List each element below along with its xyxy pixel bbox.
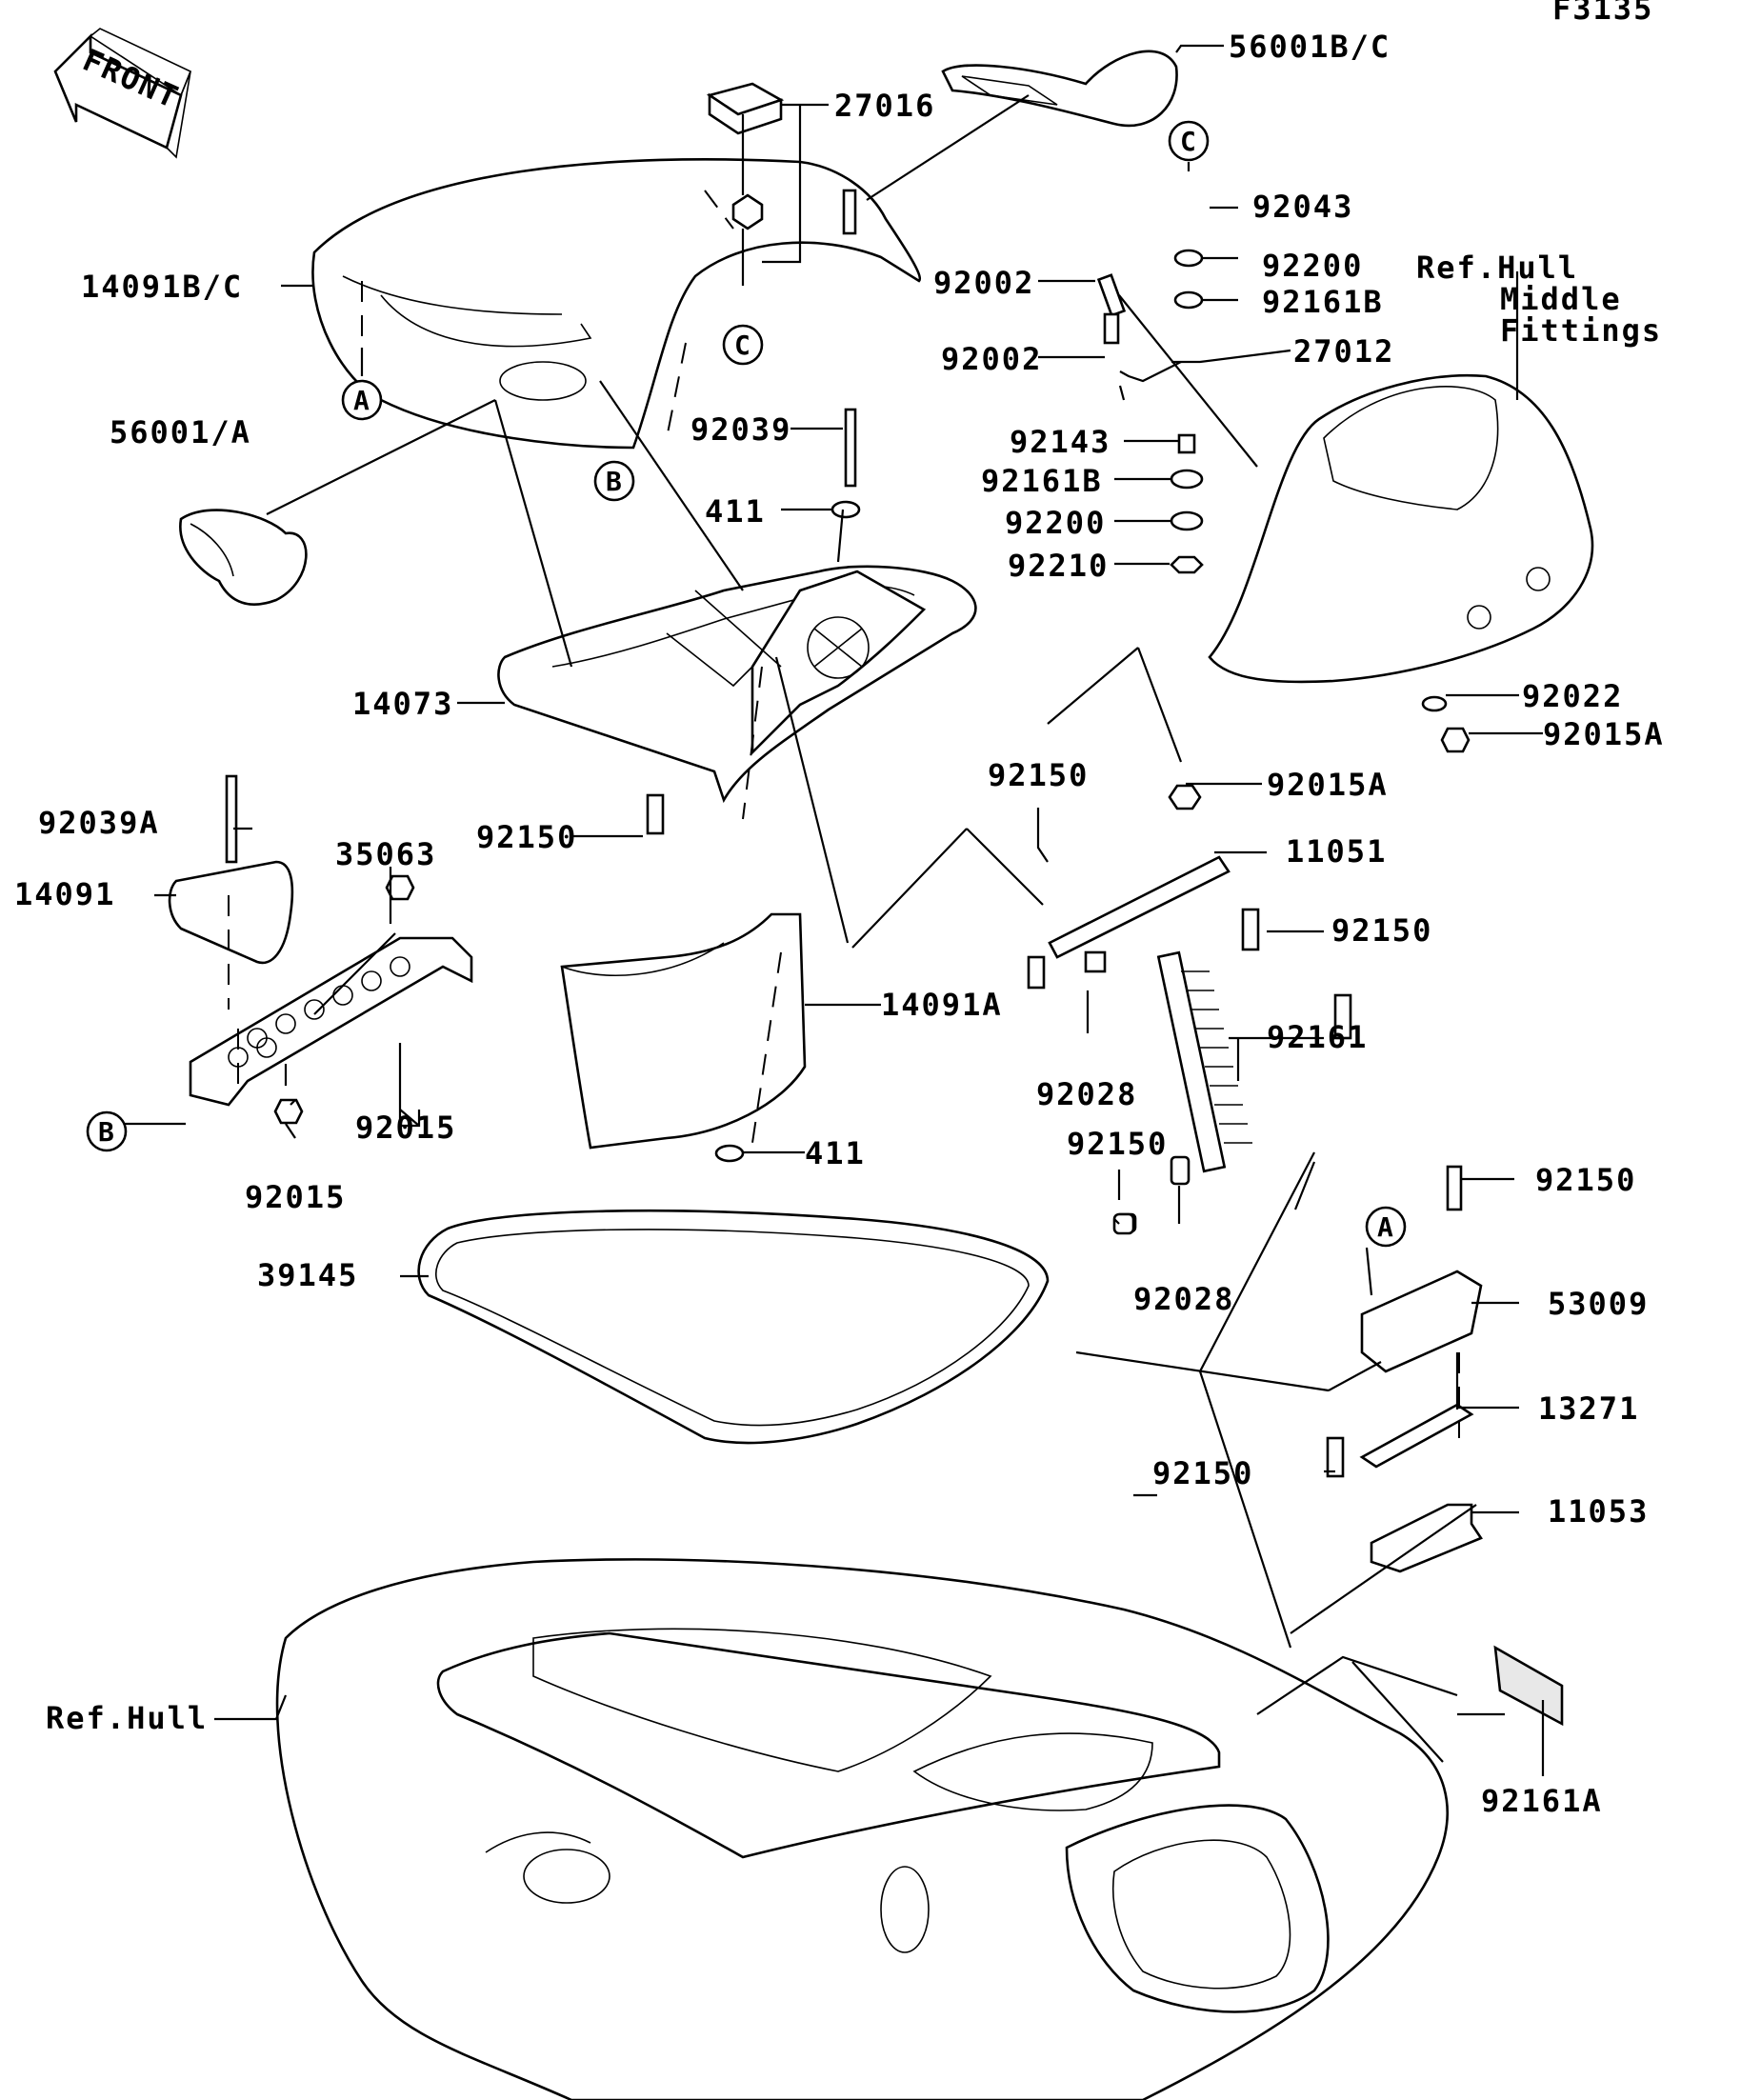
part-label-14091: 14091 bbox=[14, 876, 115, 912]
hull-drawing bbox=[275, 1558, 1449, 2100]
latch-53009-drawing bbox=[1359, 1270, 1483, 1573]
part-label-35063: 35063 bbox=[335, 836, 436, 872]
svg-text:C: C bbox=[1180, 126, 1196, 157]
ref-hull: Ref.Hull bbox=[46, 1700, 208, 1736]
part-label-11053: 11053 bbox=[1548, 1493, 1649, 1530]
part-label-92015-a: 92015 bbox=[355, 1110, 456, 1146]
part-label-92039a: 92039A bbox=[38, 805, 160, 841]
part-label-92161: 92161 bbox=[1267, 1019, 1368, 1055]
part-label-56001a: 56001/A bbox=[110, 414, 251, 450]
part-label-92028-a: 92028 bbox=[1036, 1076, 1137, 1112]
part-label-92200-top: 92200 bbox=[1262, 248, 1363, 284]
ref-hull-middle-line2: Middle bbox=[1500, 281, 1622, 317]
callout-b-bottom: B bbox=[86, 1110, 128, 1152]
tray-14073-drawing bbox=[497, 565, 977, 804]
svg-text:C: C bbox=[734, 330, 750, 361]
label-92161a-drawing bbox=[1493, 1645, 1564, 1727]
part-label-92015a-mid: 92015A bbox=[1267, 767, 1389, 803]
part-label-53009: 53009 bbox=[1548, 1286, 1649, 1322]
alignment-lines bbox=[228, 281, 1460, 1438]
part-label-92200-mid: 92200 bbox=[1005, 505, 1106, 541]
ref-hull-middle-line1: Ref.Hull bbox=[1416, 250, 1578, 286]
part-label-92015a-right: 92015A bbox=[1543, 716, 1665, 752]
part-label-411-top: 411 bbox=[705, 493, 766, 530]
part-label-92150-c: 92150 bbox=[1331, 912, 1432, 949]
part-label-13271: 13271 bbox=[1538, 1390, 1639, 1427]
svg-text:A: A bbox=[353, 385, 370, 416]
part-label-92039: 92039 bbox=[690, 411, 791, 448]
bracket-35063-drawing bbox=[168, 860, 473, 1107]
part-label-39145: 39145 bbox=[257, 1257, 358, 1293]
part-label-92150-a: 92150 bbox=[988, 757, 1089, 793]
handle-56001bc-drawing bbox=[941, 50, 1178, 128]
callout-a-top: A bbox=[341, 379, 383, 421]
trim-39145-drawing bbox=[417, 1209, 1050, 1445]
part-label-14091a: 14091A bbox=[881, 987, 1003, 1023]
part-label-92043: 92043 bbox=[1252, 189, 1353, 225]
part-label-92015-b: 92015 bbox=[245, 1179, 346, 1215]
strut-92161-drawing bbox=[1048, 855, 1252, 1173]
callout-b-top: B bbox=[593, 460, 635, 502]
lid-14091bc-drawing bbox=[311, 158, 922, 450]
part-label-92150-d: 92150 bbox=[1067, 1126, 1168, 1162]
svg-text:A: A bbox=[1377, 1211, 1393, 1243]
part-label-92150-f: 92150 bbox=[1152, 1455, 1253, 1491]
grommet-27016-drawing bbox=[706, 82, 785, 230]
leader-lines bbox=[119, 44, 1545, 1776]
hull-middle-fittings-drawing bbox=[1208, 374, 1594, 684]
part-label-92150-e: 92150 bbox=[1535, 1162, 1636, 1198]
front-arrow-icon: FRONT bbox=[53, 28, 192, 159]
ref-hull-middle-line3: Fittings bbox=[1500, 312, 1662, 349]
part-label-92150-b: 92150 bbox=[476, 819, 577, 855]
part-label-92002-b: 92002 bbox=[941, 341, 1042, 377]
part-label-92022: 92022 bbox=[1522, 678, 1623, 714]
part-label-92002-a: 92002 bbox=[933, 265, 1034, 301]
part-label-92028-b: 92028 bbox=[1133, 1281, 1234, 1317]
part-label-92143: 92143 bbox=[1010, 424, 1111, 460]
part-label-92210: 92210 bbox=[1008, 548, 1109, 584]
part-label-27012: 27012 bbox=[1293, 333, 1394, 370]
part-label-11051: 11051 bbox=[1286, 833, 1387, 870]
part-label-56001bc: 56001B/C bbox=[1229, 29, 1391, 65]
cover-14091a-drawing bbox=[560, 912, 807, 1150]
svg-text:B: B bbox=[606, 466, 622, 497]
part-label-27016: 27016 bbox=[834, 88, 935, 124]
callout-c-mid: C bbox=[722, 324, 764, 366]
svg-text:B: B bbox=[98, 1116, 114, 1148]
callout-c-top: C bbox=[1168, 120, 1210, 162]
part-label-14091bc: 14091B/C bbox=[81, 269, 243, 305]
part-label-92161b-mid: 92161B bbox=[981, 463, 1103, 499]
part-label-14073: 14073 bbox=[352, 686, 453, 722]
callout-a-bottom: A bbox=[1365, 1206, 1407, 1248]
part-label-92161b-top: 92161B bbox=[1262, 284, 1384, 320]
figure-code: F3135 bbox=[1552, 0, 1653, 27]
part-label-411-bottom: 411 bbox=[805, 1135, 866, 1171]
part-label-92161a: 92161A bbox=[1481, 1783, 1603, 1819]
handle-56001a-drawing bbox=[179, 509, 308, 606]
